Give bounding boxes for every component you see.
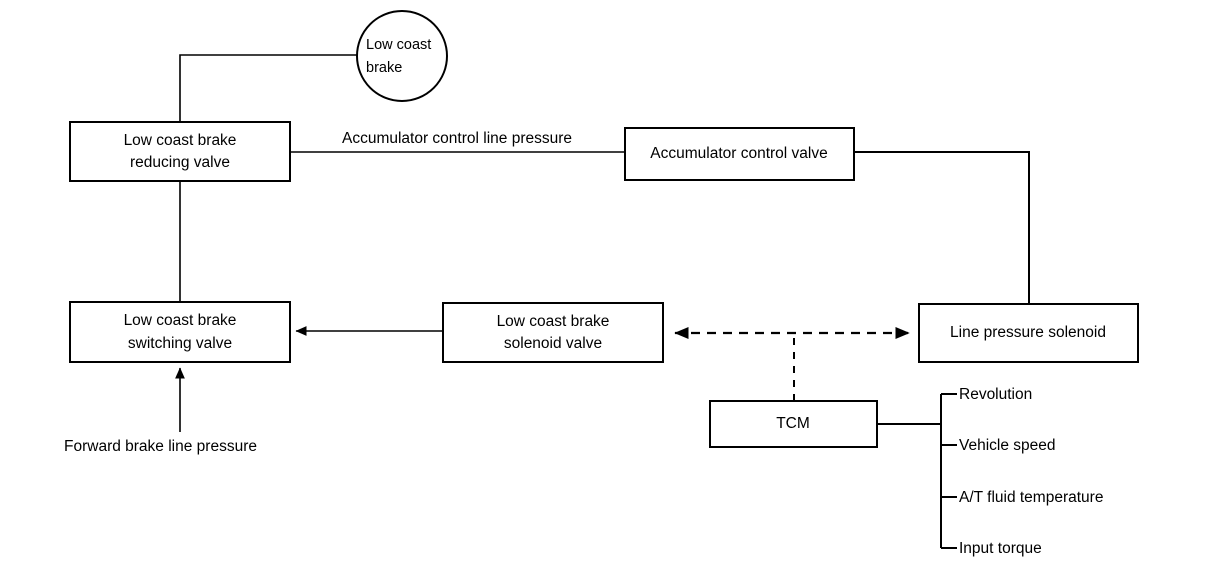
node-accumulator-control-valve[interactable]: Accumulator control valve (624, 127, 855, 181)
accumulator-control-valve-box (624, 127, 855, 181)
line-pressure-solenoid-label: Line pressure solenoid (950, 324, 1106, 341)
signal-label-revolution: Revolution (959, 386, 1032, 403)
solenoid-valve-box (442, 302, 664, 363)
solenoid-valve-label-line2: solenoid valve (504, 335, 602, 352)
tcm-box (709, 400, 878, 448)
node-solenoid-valve[interactable]: Low coast brake solenoid valve (442, 302, 664, 363)
signal-label-vehicle-speed: Vehicle speed (959, 437, 1056, 454)
node-switching-valve[interactable]: Low coast brake switching valve (69, 301, 291, 363)
connector-low-coast-brake-to-reducing-valve (179, 54, 357, 122)
connector-accumulator-control-valve-to-line-pressure-solenoid (854, 151, 1030, 304)
low-coast-brake-label-line1: Low coast (366, 37, 431, 53)
tcm-label: TCM (776, 415, 810, 432)
signal-label-input-torque: Input torque (959, 540, 1042, 557)
node-reducing-valve[interactable]: Low coast brake reducing valve (69, 121, 291, 182)
line-pressure-solenoid-box (918, 303, 1139, 363)
node-tcm[interactable]: TCM (709, 400, 878, 448)
edge-label-forward-brake-line-pressure: Forward brake line pressure (64, 438, 257, 455)
edge-label-accumulator-control-line-pressure: Accumulator control line pressure (342, 130, 572, 147)
solenoid-valve-label-line1: Low coast brake (497, 313, 610, 330)
reducing-valve-box (69, 121, 291, 182)
low-coast-brake-circle (356, 10, 448, 102)
reducing-valve-label-line1: Low coast brake (124, 132, 237, 149)
switching-valve-box (69, 301, 291, 363)
switching-valve-label-line2: switching valve (128, 335, 232, 352)
switching-valve-label-line1: Low coast brake (124, 312, 237, 329)
signal-label-at-fluid-temperature: A/T fluid temperature (959, 489, 1103, 506)
low-coast-brake-label-line2: brake (366, 60, 402, 76)
node-low-coast-brake[interactable]: Low coast brake (356, 10, 448, 102)
accumulator-control-valve-label: Accumulator control valve (650, 145, 827, 162)
reducing-valve-label-line2: reducing valve (130, 154, 230, 171)
node-line-pressure-solenoid[interactable]: Line pressure solenoid (918, 303, 1139, 363)
